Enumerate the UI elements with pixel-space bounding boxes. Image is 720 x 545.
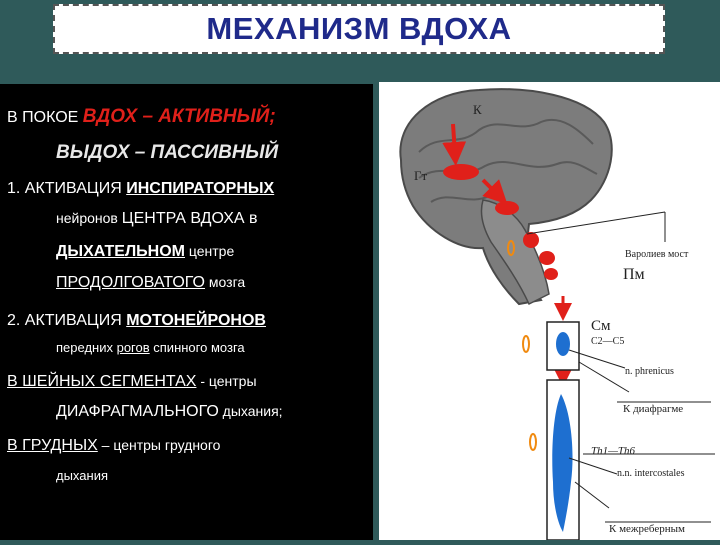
diaphragm-nerve (578, 361, 630, 393)
orange-marker-brainstem (507, 240, 515, 256)
brainstem-nucleus-1 (495, 201, 519, 215)
medulla-nucleus-1 (539, 251, 555, 265)
centers-word: - центры (196, 373, 257, 389)
label-c2c5: C2—C5 (591, 336, 624, 347)
cervical-term: В ШЕЙНЫХ СЕГМЕНТАХ (7, 373, 197, 390)
step-1-prefix: 1. АКТИВАЦИЯ (7, 180, 127, 197)
step-1-line: 1. АКТИВАЦИЯ ИНСПИРАТОРНЫХ (7, 180, 274, 198)
label-k-mezhrebernym: К межреберным (609, 523, 685, 535)
motoneurons-term: МОТОНЕЙРОНОВ (126, 312, 266, 329)
pons-nucleus (523, 232, 539, 248)
label-sm: См (591, 318, 611, 334)
respiratory-term: ДЫХАТЕЛЬНОМ (56, 243, 185, 260)
thoracic-term: В ГРУДНЫХ (7, 437, 98, 454)
neurons-word: нейронов (56, 210, 122, 226)
hypothalamus-nucleus (443, 164, 479, 180)
center-word: центре (185, 243, 235, 259)
figure-panel: К Гт Варолиев мост Пм См C2—C5 n. phreni… (379, 82, 720, 541)
anterior-horns-line: передних рогов спинного мозга (56, 340, 245, 355)
label-k: К (473, 102, 482, 117)
exhale-passive-label: ВЫДОХ – ПАССИВНЫЙ (56, 142, 279, 163)
line-rest-label: В ПОКОЕ (7, 109, 83, 126)
phrenicus-nerve (568, 349, 626, 369)
label-k-diafragme: К диафрагме (623, 403, 683, 415)
diaphragm-line: ДИАФРАГМАЛЬНОГО дыхания; (56, 403, 283, 421)
page-title: МЕХАНИЗМ ВДОХА (206, 11, 512, 46)
medulla-nucleus-2 (544, 268, 558, 280)
thoracic-line: В ГРУДНЫХ – центры грудного (7, 437, 220, 455)
step-2-line: 2. АКТИВАЦИЯ МОТОНЕЙРОНОВ (7, 312, 266, 330)
step-2-prefix: 2. АКТИВАЦИЯ (7, 312, 127, 329)
pointer-pons (526, 211, 666, 235)
label-gt: Гт (414, 168, 428, 183)
cervical-line: В ШЕЙНЫХ СЕГМЕНТАХ - центры (7, 373, 257, 391)
line-rest: В ПОКОЕ ВДОХ – АКТИВНЫЙ; (7, 106, 276, 128)
text-panel: В ПОКОЕ ВДОХ – АКТИВНЫЙ; ВЫДОХ – ПАССИВН… (0, 84, 373, 540)
anterior-word: передних (56, 340, 117, 355)
label-intercostales: n.n. intercostales (617, 468, 685, 479)
brain-spinal-diagram: К Гт Варолиев мост Пм См C2—C5 n. phreni… (399, 88, 715, 541)
arrow-cortex (442, 123, 467, 166)
title-box: МЕХАНИЗМ ВДОХА (53, 4, 665, 54)
orange-marker-cervical (522, 335, 530, 353)
neurons-line: нейронов ЦЕНТРА ВДОХА в (56, 210, 258, 228)
brain-stem (480, 199, 550, 306)
thoracic-breathing-word: дыхания (56, 468, 108, 483)
thoracic-centers-words: – центры грудного (97, 437, 221, 453)
label-th1th6: Th1—Th6 (591, 445, 636, 457)
horns-term: рогов (116, 340, 150, 355)
inspiratory-term: ИНСПИРАТОРНЫХ (126, 180, 275, 197)
thoracic-motoneurons (552, 394, 573, 532)
inhale-active-label: ВДОХ – АКТИВНЫЙ; (82, 106, 276, 127)
respiratory-center-line: ДЫХАТЕЛЬНОМ центре (56, 243, 234, 261)
medulla-line: ПРОДОЛГОВАТОГО мозга (56, 274, 245, 292)
intercostal-nerve (568, 457, 618, 475)
breathing-word: дыхания; (218, 403, 283, 419)
orange-marker-thoracic (529, 433, 537, 451)
spinal-cord-words: спинного мозга (149, 340, 245, 355)
brain-word: мозга (205, 274, 246, 290)
label-phrenicus: n. phrenicus (625, 366, 674, 377)
label-pm: Пм (623, 266, 645, 283)
medulla-term: ПРОДОЛГОВАТОГО (56, 274, 205, 291)
inhale-center-term: ЦЕНТРА ВДОХА в (121, 210, 258, 227)
diaphragm-term: ДИАФРАГМАЛЬНОГО (56, 403, 219, 420)
brain-outline (399, 88, 613, 306)
label-varolievo: Варолиев мост (625, 249, 689, 260)
arrow-hypothalamus (481, 178, 508, 205)
intercostal-nerve-2 (574, 481, 610, 509)
cervical-motoneurons (556, 332, 570, 356)
